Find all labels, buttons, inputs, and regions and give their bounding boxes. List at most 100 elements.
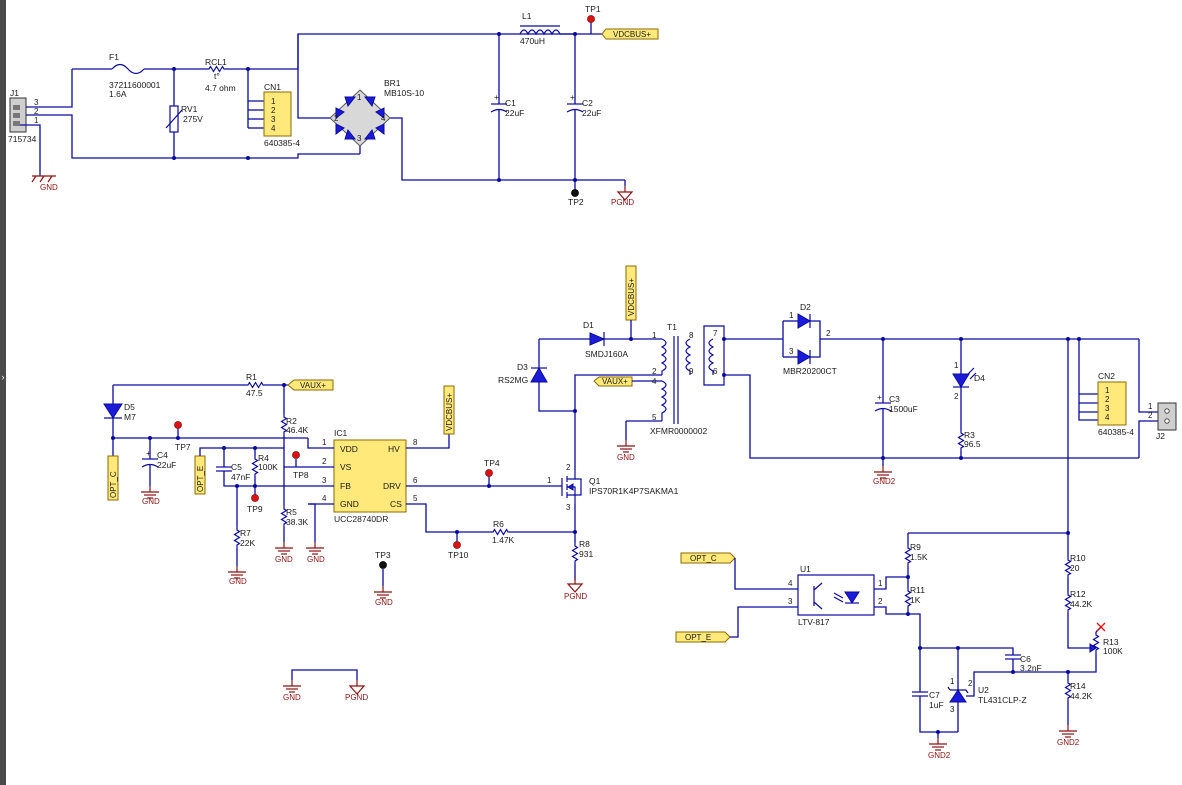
gnd-symbol-r5: [274, 541, 294, 555]
net-port-opt-e-right[interactable]: [675, 631, 731, 643]
resistor-r8[interactable]: [571, 542, 579, 565]
vdcbus-top-label: VDCBUS+: [613, 30, 651, 39]
resistor-r6[interactable]: [489, 528, 512, 536]
vdcbus-xfmr-label: VDCBUS+: [627, 278, 636, 316]
r4-value: 100K: [258, 462, 278, 472]
diode-d5[interactable]: [103, 403, 123, 419]
r14-ref: R14: [1070, 681, 1086, 691]
testpoint-tp1[interactable]: [587, 15, 595, 23]
testpoint-tp3[interactable]: [379, 561, 387, 569]
shunt-regulator-u2[interactable]: [947, 686, 969, 703]
j1-pin1: 1: [34, 116, 39, 125]
net-port-opt-e-left[interactable]: [194, 455, 206, 495]
fuse-f1[interactable]: [111, 63, 145, 75]
ic-ucc28740[interactable]: IC1 UCC28740DR VDD VS FB GND HV DRV CS: [333, 428, 407, 524]
net-port-vaux-left[interactable]: [287, 379, 334, 391]
bridge-rectifier-br1[interactable]: 1 2 3 4: [329, 89, 391, 147]
r14-gnd2-label: GND2: [1057, 738, 1080, 747]
rcl1-symbol: t°: [214, 71, 220, 81]
r2-value: 46.4K: [286, 425, 309, 435]
cn1-pin3: 3: [271, 115, 276, 124]
net-port-vdcbus-xfmr[interactable]: [625, 265, 637, 321]
r13-ref: R13: [1103, 637, 1119, 647]
d2-pin1: 1: [789, 311, 794, 320]
j1-pin2: 2: [34, 107, 39, 116]
tp10-ref: TP10: [448, 550, 469, 560]
u1-pin3: 3: [788, 597, 793, 606]
r9-value: 1.5K: [910, 552, 928, 562]
r4-ref: R4: [258, 453, 269, 463]
potentiometer-r13[interactable]: [1092, 631, 1100, 654]
testpoint-tp2[interactable]: [571, 189, 579, 197]
r12-ref: R12: [1070, 589, 1086, 599]
br1-pin4: 4: [381, 114, 386, 123]
ic1-num-3: 3: [322, 476, 327, 485]
u1-pin4: 4: [788, 579, 793, 588]
u2-pin1: 1: [950, 677, 955, 686]
r6-ref: R6: [493, 519, 504, 529]
connector-j1[interactable]: J1 715734 3 2 1: [8, 88, 39, 144]
r5-value: 38.3K: [286, 517, 309, 527]
u2-pin3: 3: [950, 705, 955, 714]
r7-value: 22K: [240, 538, 255, 548]
d1-ref: D1: [583, 320, 594, 330]
ic1-pin-vdd: VDD: [340, 444, 358, 454]
resistor-r7[interactable]: [233, 526, 241, 549]
br1-ref: BR1: [384, 78, 401, 88]
u1-pin1: 1: [878, 579, 883, 588]
led-d4[interactable]: [952, 373, 970, 388]
vdcbus-ic1-label: VDCBUS+: [445, 393, 454, 431]
cn1-pin2: 2: [271, 106, 276, 115]
j1-pin3: 3: [34, 98, 39, 107]
j2-pin1: 1: [1148, 402, 1153, 411]
transformer-t1[interactable]: [660, 325, 725, 424]
net-port-opt-c-right[interactable]: [680, 552, 736, 564]
ic1-num-2: 2: [322, 457, 327, 466]
net-port-opt-c-left[interactable]: [107, 455, 119, 501]
testpoint-tp8[interactable]: [292, 451, 300, 459]
tie-gnd-label: GND: [283, 693, 301, 702]
dual-diode-d2[interactable]: [782, 313, 821, 365]
l1-ref: L1: [522, 11, 532, 21]
testpoint-tp9[interactable]: [251, 494, 259, 502]
ic1-pin-cs: CS: [390, 499, 402, 509]
ic1-num-6: 6: [413, 476, 418, 485]
ic1-pin-fb: FB: [340, 481, 351, 491]
tvs-diode-d1[interactable]: [589, 332, 606, 346]
ic1-num-4: 4: [322, 494, 327, 503]
testpoint-tp7[interactable]: [174, 421, 182, 429]
q1-ref: Q1: [589, 476, 601, 486]
net-port-vdcbus-ic1[interactable]: [443, 385, 455, 435]
connector-j2[interactable]: J2 1 2: [1148, 402, 1177, 441]
gnd2-symbol-r14: [1058, 724, 1078, 738]
mosfet-q1[interactable]: [561, 470, 582, 504]
u2-ref: U2: [978, 685, 989, 695]
resistor-r1[interactable]: [244, 381, 267, 389]
testpoint-tp10[interactable]: [453, 541, 461, 549]
diode-d3[interactable]: [530, 366, 548, 383]
transformer-stage: VDCBUS+ D1 SMDJ160A D3 RS2MG VAUX+ GND: [498, 265, 1139, 462]
c5-ref: C5: [231, 462, 242, 472]
cn2-pin1: 1: [1105, 386, 1110, 395]
connector-cn1[interactable]: CN1 1 2 3 4 640385-4: [263, 82, 300, 148]
optocoupler-u1[interactable]: [797, 574, 875, 616]
u2-pin2: 2: [968, 679, 973, 688]
ic1-pin-gnd: GND: [340, 499, 359, 509]
rcl1-value: 4.7 ohm: [205, 83, 236, 93]
r1-ref: R1: [246, 372, 257, 382]
connector-cn2[interactable]: CN2 1 2 3 4 640385-4: [1097, 371, 1134, 437]
feedback-stage: OPT_C OPT_E U1 LTV-817 4 3 1 2 R9 1.5K: [675, 531, 1123, 760]
resistor-r3[interactable]: [957, 429, 965, 452]
expand-arrow-icon[interactable]: ›: [1, 372, 5, 382]
net-port-vdcbus-top[interactable]: [601, 28, 659, 40]
c1-plus: +: [494, 92, 499, 102]
resistor-r4[interactable]: [251, 455, 259, 478]
j2-ref: J2: [1156, 431, 1165, 441]
tp7-ref: TP7: [175, 442, 191, 452]
inductor-l1[interactable]: [519, 29, 561, 36]
earth-ground-j1: GND: [31, 175, 58, 192]
ic1-num-8: 8: [413, 438, 418, 447]
t1-ref: T1: [667, 322, 677, 332]
testpoint-tp4[interactable]: [485, 469, 493, 477]
